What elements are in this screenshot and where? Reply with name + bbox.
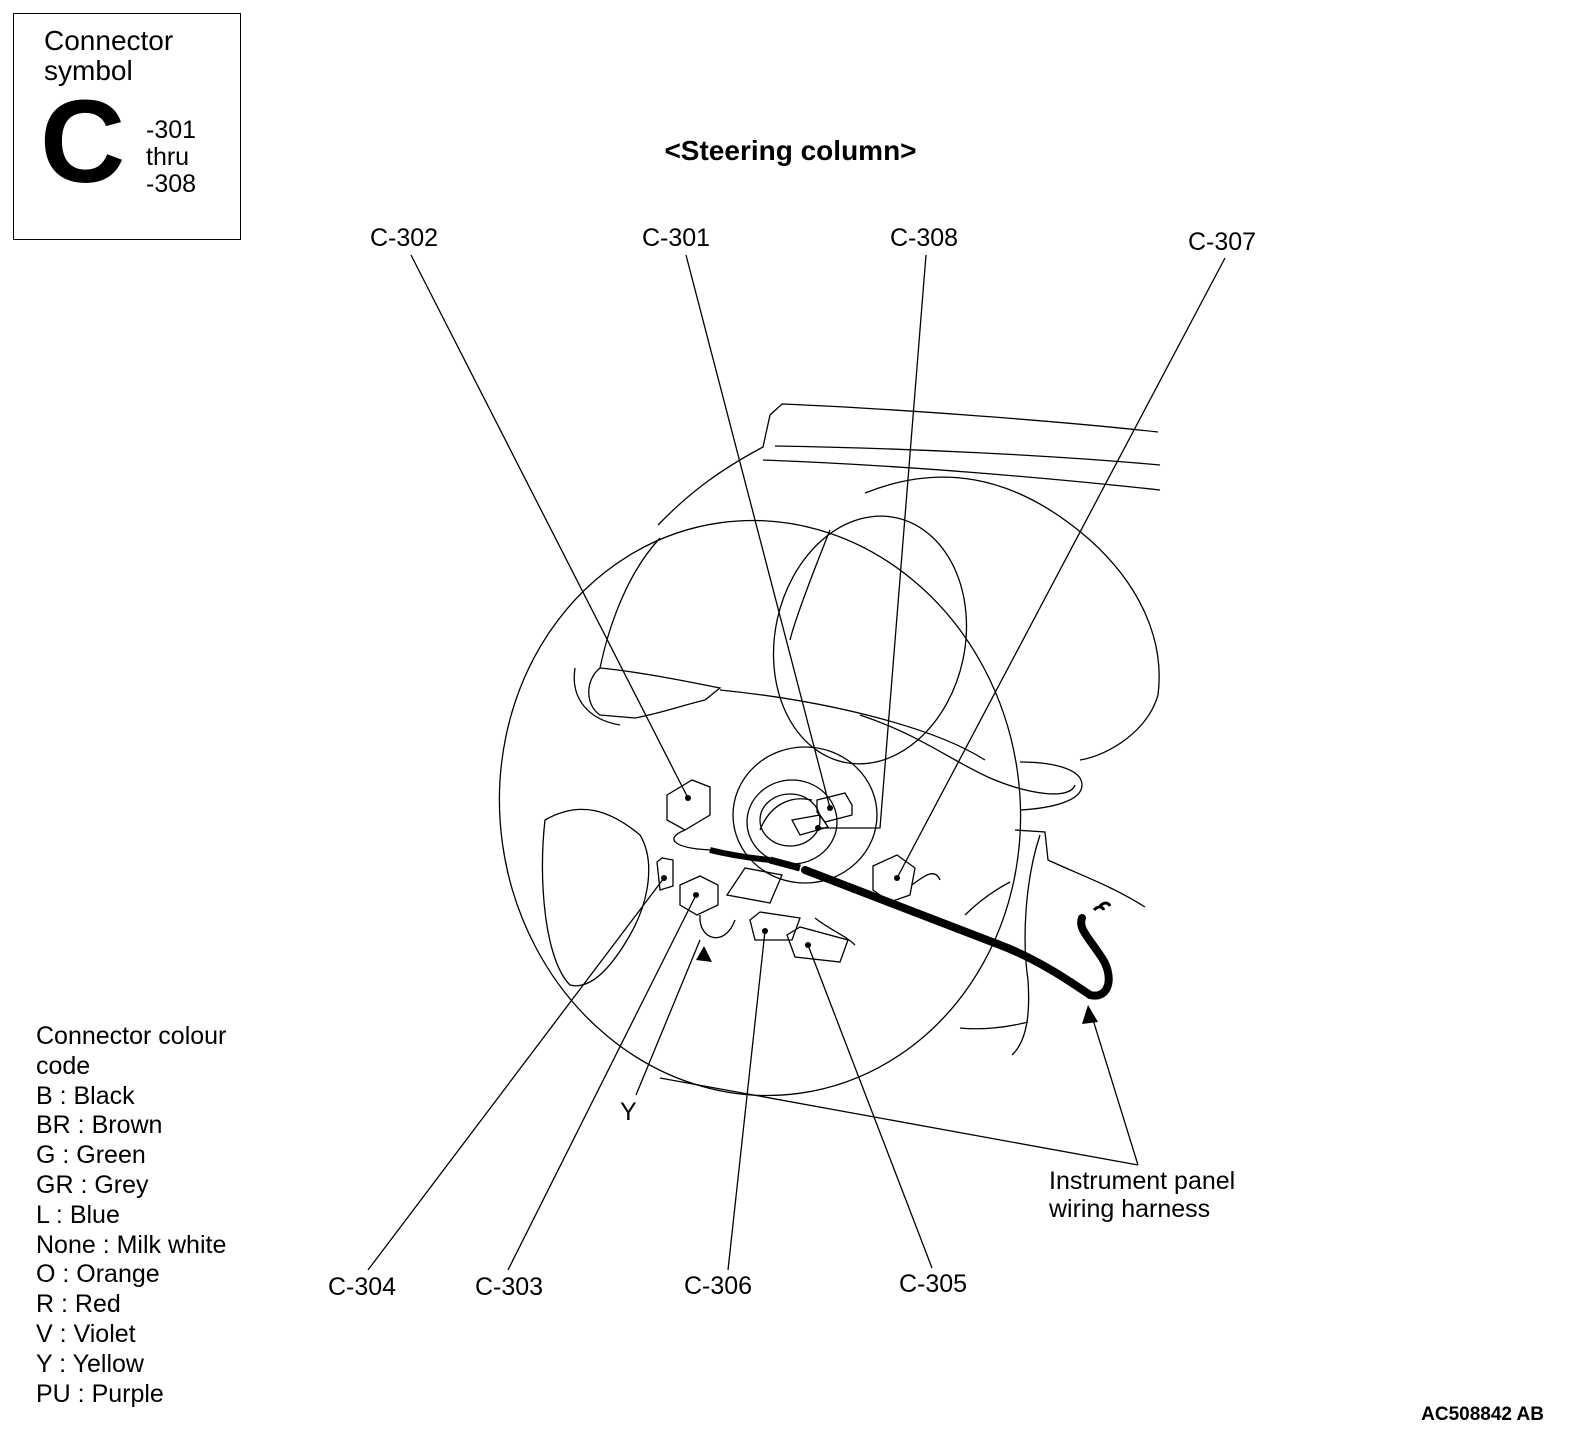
hub-arc <box>759 798 813 831</box>
dot-c308 <box>815 825 821 831</box>
legend-item: O : Orange <box>36 1260 160 1289</box>
legend-item: V : Violet <box>36 1319 136 1348</box>
dot-c304 <box>661 875 667 881</box>
leader-c304 <box>367 877 665 1271</box>
c302-wire <box>673 829 717 851</box>
leader-c308 <box>818 254 927 829</box>
leader-c306 <box>727 930 766 1271</box>
harness-branch-left <box>709 847 771 863</box>
legend-item: Y : Yellow <box>36 1349 144 1378</box>
cluster-hood <box>864 476 1160 761</box>
connector-c307-shape <box>872 854 916 903</box>
legend-item: B : Black <box>36 1081 135 1110</box>
leader-c302 <box>410 254 689 799</box>
leader-c303 <box>507 894 697 1271</box>
diagram-title: <Steering column> <box>664 135 917 166</box>
label-harness: Instrument panel wiring harness <box>1049 1167 1236 1223</box>
leader-c307 <box>896 257 1226 879</box>
harness-end-1 <box>1092 905 1106 912</box>
column-bracket <box>1019 761 1083 811</box>
label-c301: C-301 <box>642 224 711 252</box>
c307-wire <box>911 873 941 886</box>
connector-bracket-shape <box>725 867 783 904</box>
label-y: Y <box>620 1098 637 1126</box>
label-c306: C-306 <box>684 1272 753 1300</box>
connector-c302-shape <box>666 779 711 831</box>
connector-symbol-title: Connector symbol <box>44 25 174 86</box>
label-c307: C-307 <box>1188 228 1257 256</box>
connector-symbol-letter: C <box>40 76 126 208</box>
label-c303: C-303 <box>475 1273 544 1301</box>
dash-lower-curve <box>1011 834 1041 1056</box>
dot-c303 <box>693 892 699 898</box>
legend-item: G : Green <box>36 1141 146 1170</box>
steering-wheel-outer-rim <box>498 519 1022 1097</box>
dashboard-line-3 <box>762 459 1161 491</box>
dashboard-top-outline <box>657 403 1159 526</box>
column-shroud-edge <box>789 529 831 641</box>
c303-wire-loop <box>699 914 736 939</box>
leader-c301 <box>685 254 831 809</box>
left-spoke-edge <box>573 667 621 726</box>
hub-core <box>759 793 821 847</box>
upper-left-spoke-edge <box>599 537 661 669</box>
right-spoke-lower <box>859 714 1076 795</box>
harness-branch-center <box>769 856 801 872</box>
dot-c302 <box>685 795 691 801</box>
connector-c308-shape <box>791 814 830 836</box>
instrument-panel-wiring-harness <box>801 866 1113 1000</box>
steering-wheel-upper-opening <box>772 515 968 765</box>
connector-symbol-range: -301 thru -308 <box>146 116 197 198</box>
legend-title: Connector colour code <box>36 1022 227 1080</box>
legend-item: GR : Grey <box>36 1170 149 1199</box>
dash-small-line <box>964 881 1011 916</box>
dot-c305 <box>805 942 811 948</box>
legend-item: PU : Purple <box>36 1379 164 1408</box>
figure-code: AC508842 AB <box>1421 1404 1544 1425</box>
dash-lower-line <box>959 1021 1029 1030</box>
connector-c304-shape <box>656 857 674 891</box>
legend-item: R : Red <box>36 1290 121 1319</box>
right-spoke-upper <box>719 689 986 761</box>
c305-wire <box>814 917 856 946</box>
dashboard-line-2 <box>774 445 1161 466</box>
label-c302: C-302 <box>370 224 439 252</box>
dash-lower-right <box>1014 829 1146 908</box>
connector-c303-shape <box>679 875 719 916</box>
left-spoke <box>588 667 722 719</box>
dot-c307 <box>894 875 900 881</box>
connector-c305-shape <box>786 926 849 963</box>
leader-c305 <box>807 944 933 1269</box>
leader-harness-1 <box>1089 1009 1139 1166</box>
hub-outer-ring <box>732 746 878 884</box>
lower-left-opening <box>541 808 650 987</box>
leader-y <box>635 939 701 1096</box>
dot-c306 <box>762 928 768 934</box>
legend-item: BR : Brown <box>36 1111 163 1140</box>
connector-c306-shape <box>749 911 801 941</box>
connector-symbol-box: Connector symbol C -301 thru -308 <box>13 13 241 240</box>
harness-end-2 <box>1098 901 1112 908</box>
leader-harness-2 <box>659 1077 1139 1166</box>
label-c305: C-305 <box>899 1270 968 1298</box>
label-c304: C-304 <box>328 1273 397 1301</box>
colour-code-legend: Connector colour code B : Black BR : Bro… <box>36 1022 226 1409</box>
label-c308: C-308 <box>890 224 959 252</box>
connector-c301-shape <box>816 792 853 823</box>
arrowhead-harness <box>1082 1005 1098 1024</box>
legend-item: None : Milk white <box>36 1230 227 1259</box>
arrowhead-y <box>696 946 712 962</box>
legend-item: L : Blue <box>36 1200 120 1229</box>
dot-c301 <box>827 805 833 811</box>
